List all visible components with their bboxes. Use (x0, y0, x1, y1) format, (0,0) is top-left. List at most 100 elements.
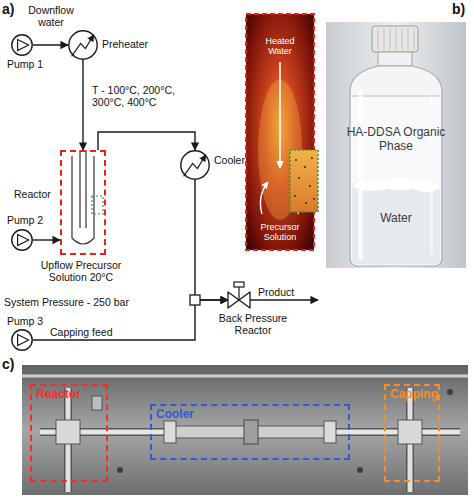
valve-symbol-outline (228, 292, 250, 308)
valve-actuator (234, 282, 244, 287)
photo-background (326, 22, 466, 268)
reactor-box: Reactor (60, 150, 106, 255)
panel-label: c) (2, 356, 14, 372)
pipe-connector (195, 180, 228, 300)
particle (304, 166, 306, 168)
valve-symbol: Back Pressure Reactor (228, 292, 250, 308)
heat-exchanger-symbol: Preheater (68, 30, 98, 60)
glass-highlight (358, 90, 363, 260)
photo-background (22, 365, 468, 495)
mixing-junction (190, 295, 200, 305)
outer-tube (72, 156, 94, 244)
rig-photo (22, 365, 468, 495)
bottle-neck (378, 52, 412, 66)
heat-exchanger-symbol-outline (180, 150, 210, 180)
inset-frame (246, 14, 314, 250)
bottle-cap (372, 26, 418, 52)
product-outlet (250, 299, 318, 300)
panel-label: b) (452, 1, 465, 17)
panel-label: a) (2, 1, 14, 17)
callout-heading: Capping (386, 386, 438, 404)
photo-callout-box: Capping (384, 384, 440, 482)
pump-symbol: Pump 3 (11, 329, 33, 351)
pipe-connector (33, 44, 68, 45)
heat-exchanger-symbol: Cooler (180, 150, 210, 180)
component-label: Preheater (102, 38, 148, 50)
heat-exchanger-symbol-outline (68, 30, 98, 60)
flow-label: Capping feed (50, 326, 112, 338)
symbol-circle (12, 330, 32, 350)
heat-arrow (72, 35, 94, 57)
bottle-photo (326, 22, 466, 268)
photo-annotation: Water (346, 212, 446, 226)
particle (313, 198, 315, 200)
flow-label: Downflow water (26, 4, 76, 28)
photo-annotation: Precursor Solution (252, 222, 308, 243)
inner-tube (80, 150, 86, 228)
reactor-tube (72, 150, 103, 244)
pump-symbol-outline (11, 34, 33, 56)
callout-heading: Reactor (32, 386, 106, 404)
fitting (92, 396, 102, 410)
photo-callout-box: Reactor (30, 384, 108, 482)
component-label: Pump 3 (7, 315, 43, 327)
tube (22, 375, 468, 378)
flow-arrow (279, 62, 281, 168)
fitting (324, 421, 336, 443)
particle (298, 177, 300, 179)
bottle-body (350, 66, 442, 266)
fitting (164, 421, 176, 443)
reactor-photo-inset (246, 14, 314, 250)
bolt (447, 389, 453, 395)
component-label: Pump 1 (7, 58, 43, 70)
interface-cloud (412, 182, 440, 192)
valve-stem (238, 287, 239, 300)
particle (311, 157, 313, 159)
bolt (357, 467, 363, 473)
pipe-connector (33, 239, 60, 240)
flow-label: Product (258, 286, 294, 298)
flow-arrow (260, 182, 268, 214)
callout-heading: Cooler (152, 406, 348, 424)
particle-inset (290, 150, 318, 212)
component-label: Cooler (214, 154, 245, 166)
component-label: Pump 2 (7, 214, 43, 226)
glass-highlight (430, 95, 433, 255)
meniscus (352, 96, 440, 97)
pump-symbol-outline (11, 329, 33, 351)
symbol-circle (12, 35, 32, 55)
bolt (117, 467, 123, 473)
photo-background (246, 14, 314, 250)
zoom-marker (92, 196, 103, 214)
particle-photo (290, 150, 318, 212)
pump-symbol: Pump 2 (11, 229, 33, 251)
pump-triangle (18, 40, 29, 51)
heat-arrow (184, 155, 206, 177)
clamp (244, 420, 258, 444)
symbol-circle (181, 151, 209, 179)
water-phase (352, 188, 440, 264)
component-label: Reactor (14, 188, 51, 200)
component-label: Back Pressure Reactor (208, 312, 298, 336)
temperature-note: T - 100°C, 200°C, 300°C, 400°C (92, 84, 200, 108)
symbol-circle (69, 31, 97, 59)
photo-annotation: Heated Water (262, 36, 298, 57)
cross-fitting (398, 420, 422, 444)
particle (309, 185, 311, 187)
cap-ridges (378, 28, 414, 50)
flow-label: Upflow Precursor Solution 20°C (36, 259, 126, 283)
pump-symbol-outline (11, 229, 33, 251)
particle (305, 202, 307, 204)
pump-symbol: Pump 1 (11, 34, 33, 56)
valve-bowtie (228, 292, 250, 308)
pump-triangle (18, 335, 29, 346)
pump-triangle (18, 235, 29, 246)
photo-annotation: HA-DDSA Organic Phase (346, 126, 446, 154)
pipe-connector (98, 132, 195, 150)
photo-callout-box: Cooler (150, 404, 350, 460)
